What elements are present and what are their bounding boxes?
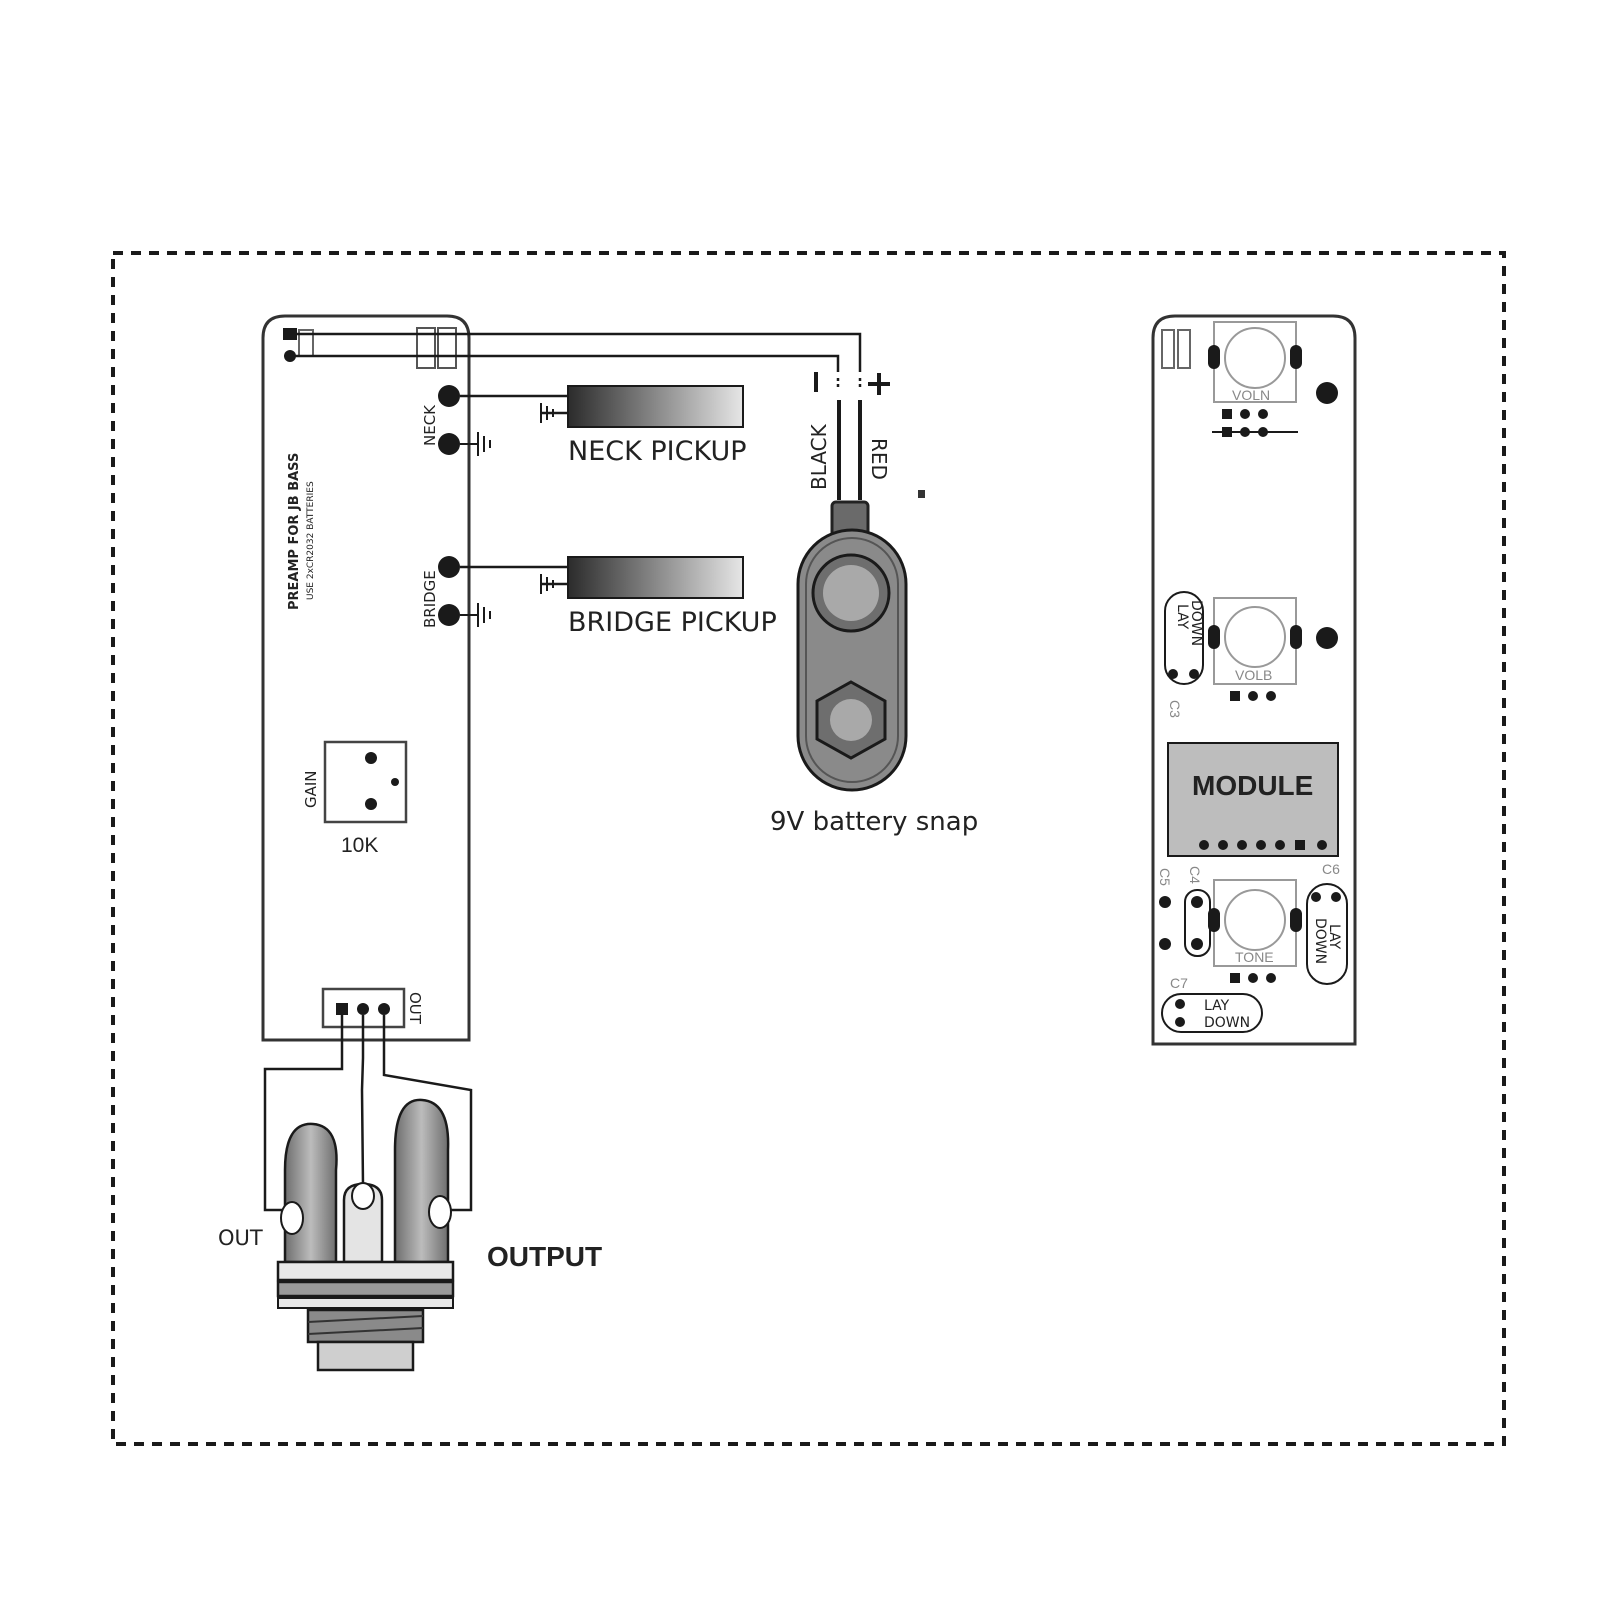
preamp-title: PREAMP FOR JB BASS bbox=[287, 453, 302, 610]
module bbox=[1167, 742, 1339, 857]
out-pcb-label: OUT bbox=[406, 992, 424, 1025]
neck-pickup-label: NECK PICKUP bbox=[568, 436, 747, 467]
jack-out-label: OUT bbox=[218, 1226, 263, 1250]
c6-lay-label: LAY bbox=[1326, 924, 1342, 950]
c3-label: C3 bbox=[1167, 700, 1183, 718]
c3-down-label: DOWN bbox=[1188, 600, 1204, 646]
output-label: OUTPUT bbox=[487, 1241, 602, 1272]
c3-capacitor bbox=[1164, 591, 1204, 685]
c4-label: C4 bbox=[1187, 866, 1203, 884]
c6-down-label: DOWN bbox=[1312, 918, 1328, 964]
tone-pot bbox=[1208, 879, 1302, 983]
gain-label: GAIN bbox=[302, 770, 320, 808]
c6-capacitor bbox=[1306, 883, 1348, 985]
bridge-pickup-label: BRIDGE PICKUP bbox=[568, 607, 777, 638]
c3-lay-label: LAY bbox=[1174, 604, 1190, 630]
red-wire-label: RED bbox=[867, 438, 891, 480]
neck-pickup bbox=[460, 385, 744, 428]
c6-label: C6 bbox=[1322, 861, 1340, 877]
battery-snap-label: 9V battery snap bbox=[770, 807, 978, 837]
ten-k-label: 10K bbox=[341, 834, 378, 857]
battery-snap bbox=[796, 500, 908, 792]
tone-label: TONE bbox=[1235, 949, 1274, 965]
bridge-pad-label: BRIDGE bbox=[421, 570, 439, 628]
module-label: MODULE bbox=[1192, 770, 1313, 801]
c7-label: C7 bbox=[1170, 975, 1188, 991]
preamp-board bbox=[261, 314, 471, 1042]
bridge-pickup bbox=[460, 556, 744, 599]
neck-ground-pad bbox=[438, 433, 460, 455]
neck-hot-pad bbox=[438, 385, 460, 407]
c7-down-label: DOWN bbox=[1204, 1015, 1250, 1031]
c7-capacitor bbox=[1161, 993, 1263, 1033]
control-board bbox=[1151, 314, 1357, 1046]
voln-pot bbox=[1208, 321, 1338, 437]
volb-pot bbox=[1208, 597, 1338, 701]
neck-pad-label: NECK bbox=[421, 404, 439, 446]
bridge-hot-pad bbox=[438, 556, 460, 578]
dashed-frame bbox=[111, 251, 1506, 1446]
black-wire-label: BLACK bbox=[807, 423, 831, 490]
voln-label: VOLN bbox=[1232, 387, 1270, 403]
c5-label: C5 bbox=[1157, 868, 1173, 886]
plus-sign bbox=[868, 373, 890, 395]
gain-trimmer bbox=[323, 740, 408, 824]
c4-c5-capacitors bbox=[1159, 889, 1211, 957]
output-wires bbox=[263, 1015, 473, 1212]
bridge-ground-symbol bbox=[460, 603, 491, 627]
output-jack bbox=[276, 1098, 455, 1372]
c7-lay-label: LAY bbox=[1204, 998, 1230, 1014]
battery-wires bbox=[290, 332, 862, 500]
volb-label: VOLB bbox=[1235, 667, 1272, 683]
neck-ground-symbol bbox=[460, 432, 491, 456]
bridge-ground-pad bbox=[438, 604, 460, 626]
preamp-subtitle: USE 2xCR2032 BATTERIES bbox=[306, 481, 316, 600]
